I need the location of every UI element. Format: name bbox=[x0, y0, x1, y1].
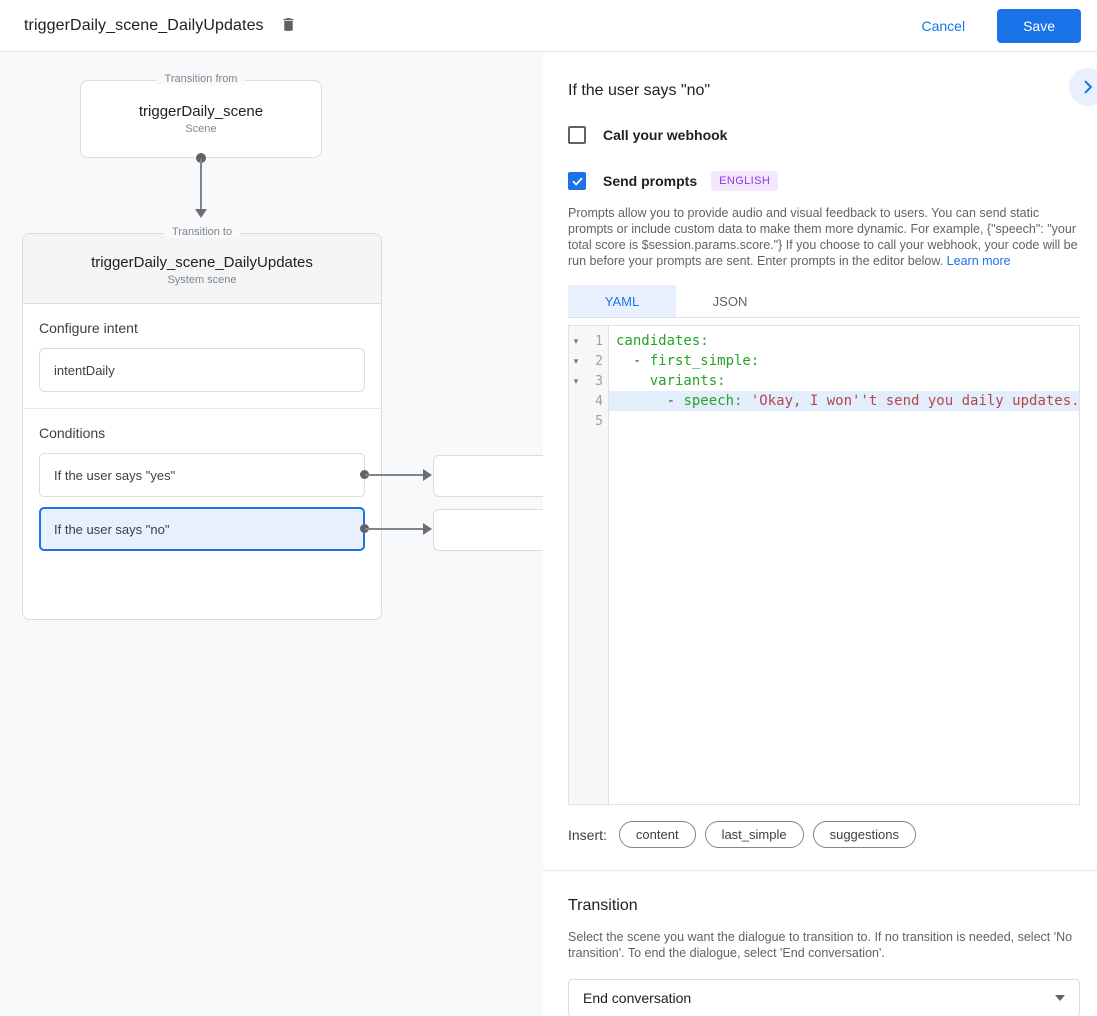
connector-dot bbox=[360, 470, 369, 479]
trash-icon bbox=[280, 15, 297, 37]
fold-arrow-icon[interactable]: ▾ bbox=[573, 375, 579, 386]
code-line[interactable]: - first_simple: bbox=[609, 351, 1079, 371]
condition-item-no[interactable]: If the user says "no" bbox=[39, 507, 365, 551]
tab-json[interactable]: JSON bbox=[712, 293, 748, 309]
insert-chip-content[interactable]: content bbox=[618, 821, 696, 848]
editor-code[interactable]: candidates: - first_simple: variants: - … bbox=[609, 326, 1079, 804]
chevron-right-icon bbox=[1078, 77, 1097, 97]
line-number: 1 bbox=[595, 333, 603, 349]
connector-line bbox=[365, 528, 424, 530]
send-prompts-label: Send prompts bbox=[603, 173, 698, 189]
transition-to-label: Transition to bbox=[163, 226, 241, 238]
code-token-key: candidates: bbox=[616, 333, 709, 349]
code-token-plain bbox=[616, 373, 650, 389]
section-divider bbox=[543, 870, 1097, 871]
transition-to-node[interactable]: Transition to triggerDaily_scene_DailyUp… bbox=[22, 226, 382, 620]
condition-target-node[interactable] bbox=[433, 455, 543, 497]
transition-description: Select the scene you want the dialogue t… bbox=[568, 930, 1073, 960]
prompts-description-text: Prompts allow you to provide audio and v… bbox=[568, 206, 1078, 268]
connector-dot bbox=[196, 153, 206, 163]
code-line[interactable]: - speech: 'Okay, I won''t send you daily… bbox=[609, 391, 1079, 411]
delete-button[interactable] bbox=[280, 15, 297, 37]
editor-gutter: ▾ 1 ▾ 2 ▾ 3 4 5 bbox=[569, 326, 609, 804]
save-button[interactable]: Save bbox=[997, 8, 1081, 43]
to-scene-subtitle: System scene bbox=[167, 274, 237, 286]
transition-dropdown[interactable]: End conversation bbox=[568, 979, 1080, 1016]
code-token-string: 'Okay, I won''t send you daily updates.' bbox=[750, 393, 1079, 409]
prompt-code-editor[interactable]: ▾ 1 ▾ 2 ▾ 3 4 5 candidates: - first_simple: var… bbox=[568, 325, 1080, 805]
send-prompts-checkbox[interactable] bbox=[568, 172, 586, 190]
arrow-right-icon bbox=[423, 469, 432, 481]
code-line[interactable]: variants: bbox=[609, 371, 1079, 391]
transition-from-node[interactable]: Transition from triggerDaily_scene Scene bbox=[80, 73, 322, 158]
transition-dropdown-value: End conversation bbox=[583, 990, 692, 1006]
conditions-heading: Conditions bbox=[39, 425, 106, 441]
configure-intent-section: Configure intent intentDaily bbox=[23, 304, 381, 408]
language-badge: ENGLISH bbox=[711, 171, 779, 191]
condition-editor-panel: If the user says "no" Call your webhook … bbox=[543, 52, 1097, 1016]
connector-dot bbox=[360, 524, 369, 533]
learn-more-link[interactable]: Learn more bbox=[946, 254, 1011, 268]
editor-format-tabs: YAML JSON bbox=[568, 285, 1080, 318]
from-scene-title: triggerDaily_scene bbox=[138, 103, 264, 120]
call-webhook-label: Call your webhook bbox=[603, 127, 728, 143]
insert-label: Insert: bbox=[568, 826, 607, 843]
code-token-plain: - bbox=[616, 353, 650, 369]
collapse-panel-button[interactable] bbox=[1069, 68, 1097, 106]
scene-diagram-canvas: Transition from triggerDaily_scene Scene… bbox=[0, 52, 543, 1016]
connector-line bbox=[200, 159, 202, 209]
call-webhook-checkbox[interactable] bbox=[568, 126, 586, 144]
configure-intent-heading: Configure intent bbox=[39, 320, 138, 336]
tab-yaml[interactable]: YAML bbox=[568, 285, 676, 317]
caret-down-icon bbox=[1055, 995, 1065, 1001]
insert-chip-suggestions[interactable]: suggestions bbox=[812, 821, 916, 848]
insert-chip-last-simple[interactable]: last_simple bbox=[704, 821, 804, 848]
code-token-key: first_simple: bbox=[649, 353, 760, 369]
arrow-right-icon bbox=[423, 523, 432, 535]
transition-from-label: Transition from bbox=[156, 73, 246, 85]
page-title: triggerDaily_scene_DailyUpdates bbox=[24, 16, 264, 34]
prompts-description: Prompts allow you to provide audio and v… bbox=[568, 205, 1080, 269]
code-token-plain: - bbox=[616, 393, 684, 409]
line-number: 5 bbox=[595, 413, 603, 429]
intent-field[interactable]: intentDaily bbox=[39, 348, 365, 392]
code-token-key: variants: bbox=[649, 373, 726, 389]
fold-arrow-icon[interactable]: ▾ bbox=[573, 335, 579, 346]
line-number: 2 bbox=[595, 353, 603, 369]
call-webhook-row[interactable]: Call your webhook bbox=[568, 126, 1080, 144]
code-line[interactable] bbox=[609, 411, 1079, 431]
insert-row: Insert: content last_simple suggestions bbox=[568, 821, 1080, 848]
code-line[interactable]: candidates: bbox=[609, 331, 1079, 351]
fold-arrow-icon[interactable]: ▾ bbox=[573, 355, 579, 366]
panel-title: If the user says "no" bbox=[568, 82, 711, 99]
topbar-actions: Cancel Save bbox=[907, 8, 1081, 43]
from-scene-subtitle: Scene bbox=[185, 123, 217, 135]
conditions-section: Conditions If the user says "yes" If the… bbox=[23, 408, 381, 567]
transition-heading: Transition bbox=[568, 897, 638, 914]
line-number: 4 bbox=[595, 393, 603, 409]
condition-item-yes[interactable]: If the user says "yes" bbox=[39, 453, 365, 497]
top-bar: triggerDaily_scene_DailyUpdates Cancel S… bbox=[0, 0, 1097, 52]
to-scene-title: triggerDaily_scene_DailyUpdates bbox=[91, 254, 313, 271]
line-number: 3 bbox=[595, 373, 603, 389]
condition-target-node[interactable] bbox=[433, 509, 543, 551]
transition-section: Transition Select the scene you want the… bbox=[568, 897, 1080, 1016]
cancel-button[interactable]: Cancel bbox=[907, 10, 979, 42]
connector-line bbox=[365, 474, 424, 476]
arrow-down-icon bbox=[195, 209, 207, 218]
to-node-header: triggerDaily_scene_DailyUpdates System s… bbox=[23, 234, 381, 304]
send-prompts-row[interactable]: Send prompts ENGLISH bbox=[568, 171, 1080, 191]
code-token-key: speech: bbox=[683, 393, 751, 409]
